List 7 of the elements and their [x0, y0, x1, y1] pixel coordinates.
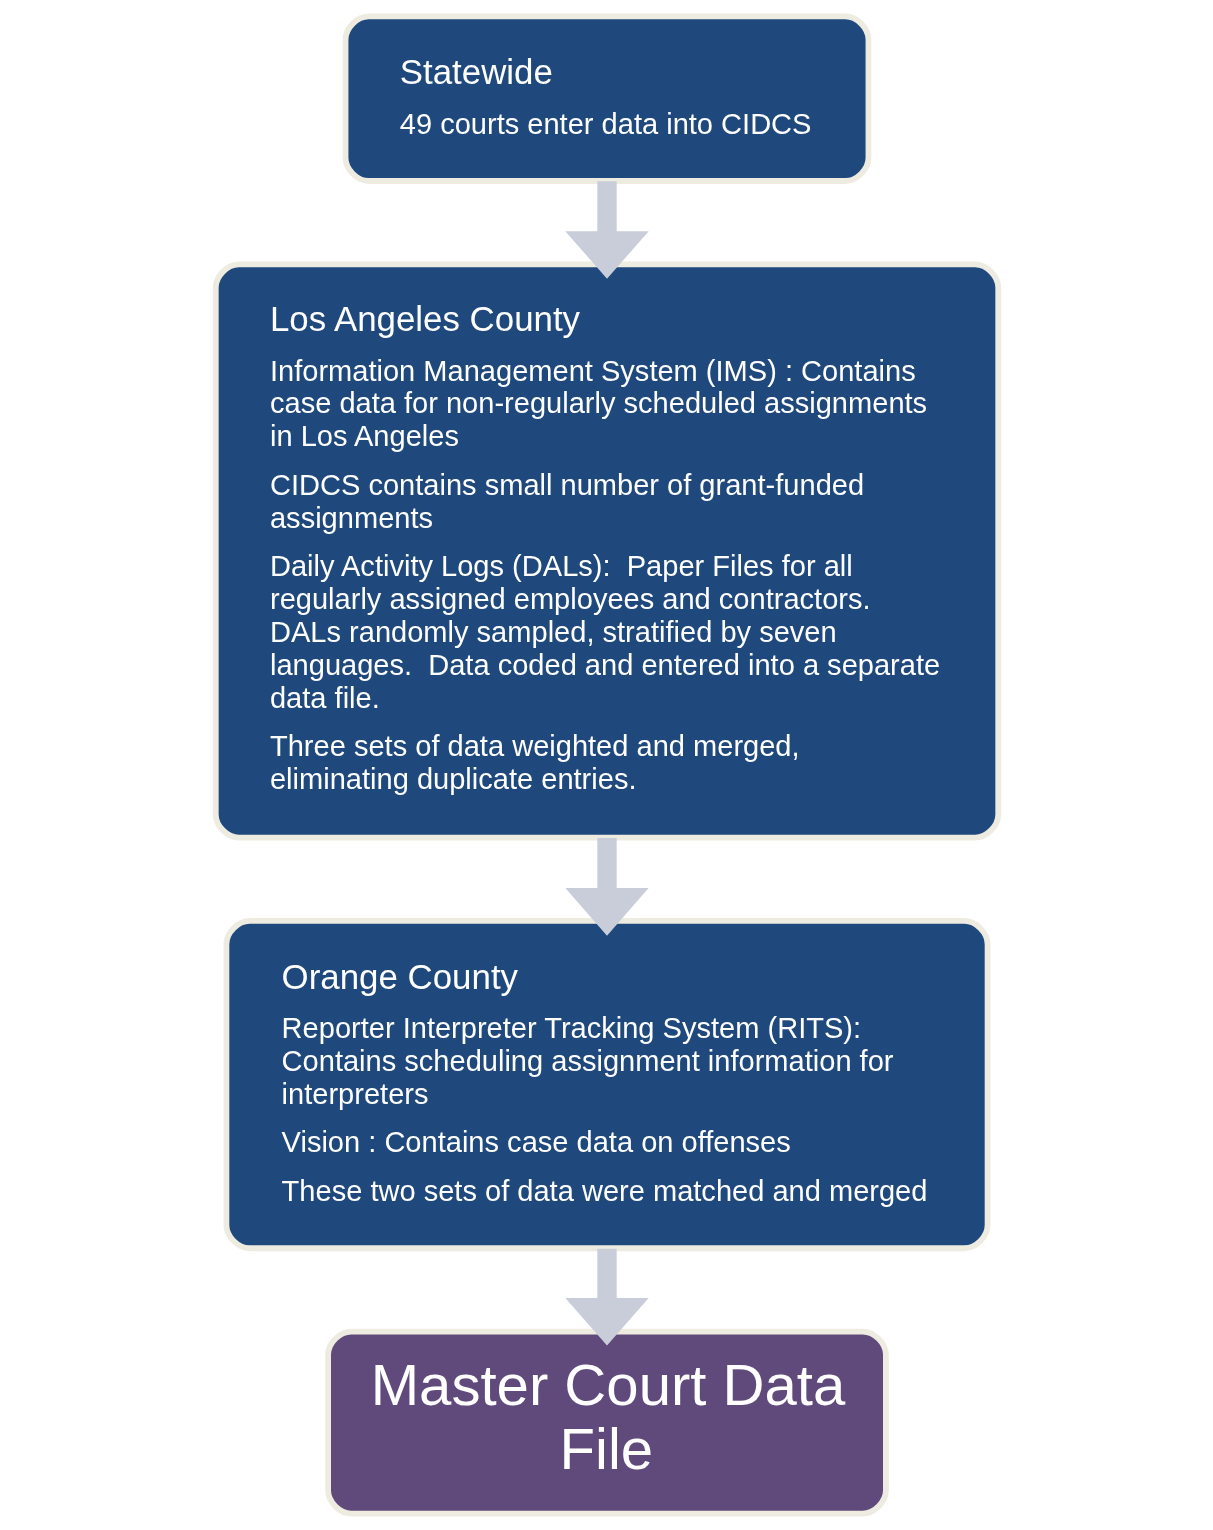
arrow	[564, 837, 649, 936]
node-box: Statewide 49 courts enter data into CIDCS	[342, 13, 871, 184]
node-box: Los Angeles County Information Management System (IMS) : Contains case data for non-regularly scheduled assignments in Los Angeles CIDCS contains small number of grant-funded assignments Daily Activity Logs (DALs): Paper Files for all regularly assigned employees and contractors. DALs randomly sampled, stratified by seven languages. Data coded and entered into a separate data file. Three sets of data weighted and merged, eliminating duplicate entries.	[212, 261, 1001, 841]
node-box: Orange County Reporter Interpreter Tracking System (RITS): Contains scheduling assignment information for interpreters Vision : Contains case data on offenses These two sets of data were matched and merged	[223, 918, 990, 1252]
node-box: Master Court Data File	[324, 1328, 889, 1517]
arrow	[564, 1248, 649, 1346]
arrow	[564, 181, 649, 279]
